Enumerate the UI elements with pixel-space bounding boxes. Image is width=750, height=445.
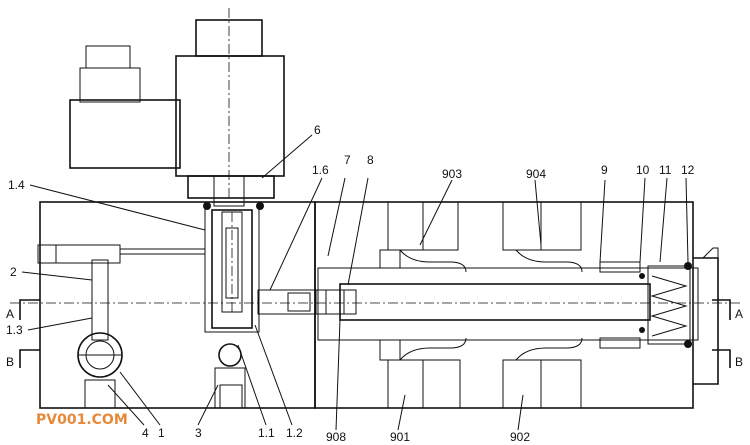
solenoid-coil — [69, 8, 285, 207]
label-12: 12 — [681, 163, 695, 177]
label-8: 8 — [367, 153, 374, 167]
label-902: 902 — [510, 430, 530, 444]
label-3: 3 — [195, 426, 202, 440]
label-10: 10 — [636, 163, 650, 177]
label-903: 903 — [442, 167, 462, 181]
label-1-3: 1.3 — [6, 323, 23, 337]
spool-housing-right — [314, 201, 719, 409]
label-1: 1 — [158, 426, 165, 440]
pilot-valve-bore — [203, 201, 264, 333]
spool — [315, 283, 651, 321]
label-2: 2 — [10, 265, 17, 279]
internal-passages — [37, 244, 319, 409]
label-1-4: 1.4 — [8, 178, 25, 192]
center-lines — [10, 202, 740, 408]
label-901: 901 — [390, 430, 410, 444]
label-6: 6 — [314, 123, 321, 137]
part-labels: 1.4 6 1.6 7 8 903 904 9 10 11 12 2 1.3 A… — [6, 123, 743, 444]
spool-bore — [317, 249, 699, 361]
label-section-a-right: A — [735, 307, 743, 321]
label-904: 904 — [526, 167, 546, 181]
section-markers — [19, 299, 731, 368]
label-11: 11 — [659, 163, 672, 177]
label-9: 9 — [601, 163, 608, 177]
label-1-2: 1.2 — [286, 426, 303, 440]
leader-lines — [21, 134, 689, 431]
label-section-b-left: B — [6, 355, 14, 369]
spring-chamber — [639, 262, 692, 348]
port-cavities — [387, 201, 582, 409]
label-4: 4 — [142, 426, 149, 440]
label-section-b-right: B — [735, 355, 743, 369]
label-section-a-left: A — [6, 307, 14, 321]
label-1-1: 1.1 — [258, 426, 275, 440]
label-7: 7 — [344, 153, 351, 167]
label-1-6: 1.6 — [312, 163, 329, 177]
label-908: 908 — [326, 430, 346, 444]
watermark: PV001.COM — [36, 412, 128, 428]
